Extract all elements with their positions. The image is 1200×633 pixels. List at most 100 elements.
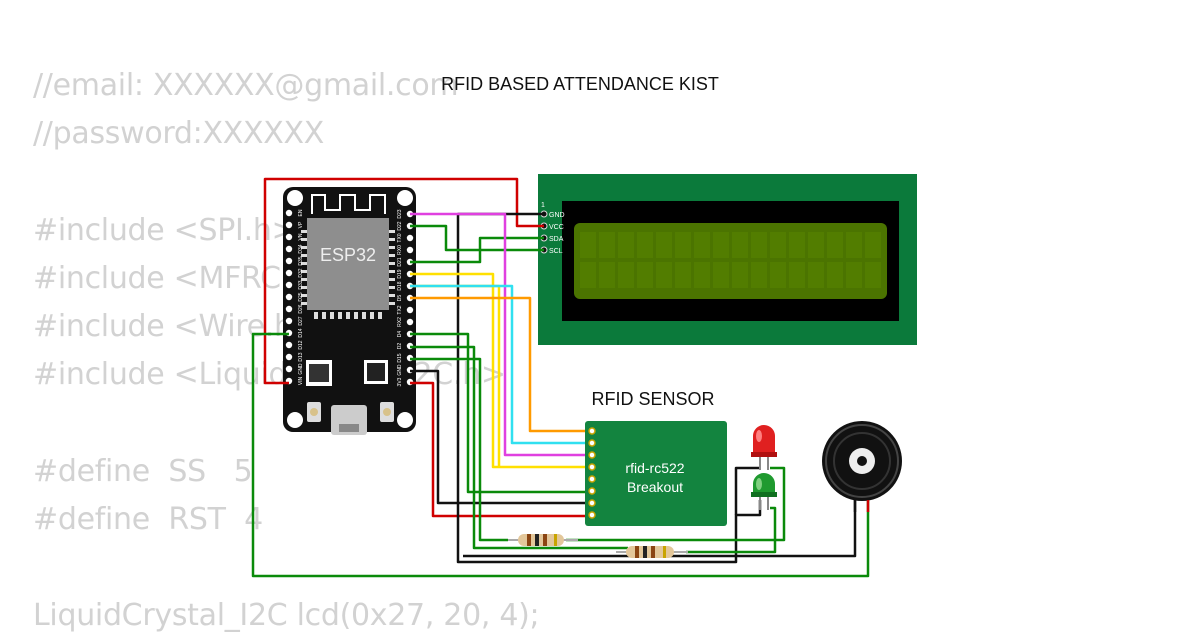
esp32-pin — [285, 233, 293, 241]
lcd-cell — [599, 232, 615, 258]
esp32-pin-label: TX2 — [397, 305, 403, 314]
lcd-cell — [751, 232, 767, 258]
esp32-pin — [285, 269, 293, 277]
esp32-pin-label: RX0 — [397, 245, 403, 255]
wire-mosi — [410, 272, 592, 469]
module-pad — [370, 312, 374, 319]
lcd-cell — [656, 232, 672, 258]
esp32-pin — [285, 281, 293, 289]
esp32-pin-label: D4 — [397, 331, 403, 338]
esp32-pin-label: D26 — [298, 304, 304, 313]
lcd-cell — [827, 262, 843, 288]
led-red[interactable] — [751, 425, 777, 470]
lcd-pin-label: SDA — [549, 236, 564, 243]
esp32-pin-label: RX2 — [397, 317, 403, 327]
esp32-pin-label: D23 — [397, 209, 403, 218]
lcd-cell — [789, 262, 805, 288]
lcd-cell — [637, 262, 653, 288]
lcd-cell — [618, 232, 634, 258]
wire-buzzer-signal — [251, 332, 870, 578]
led-green[interactable] — [751, 473, 777, 510]
wire-power-rfid — [410, 381, 592, 518]
esp32-pin-label: 3V3 — [397, 377, 403, 386]
lcd-cell — [808, 262, 824, 288]
module-pad — [389, 230, 395, 233]
module-pad — [389, 262, 395, 265]
lcd-cell — [675, 232, 691, 258]
wiring — [251, 177, 870, 578]
esp32-pin — [285, 317, 293, 325]
lcd-cell — [694, 262, 710, 288]
esp32-pin-label: D14 — [298, 328, 304, 337]
module-pad — [354, 312, 358, 319]
module-pad — [389, 270, 395, 273]
lcd-cell — [599, 262, 615, 288]
wire-resistor-led-green — [686, 506, 777, 554]
lcd-cell — [732, 262, 748, 288]
code-line: LiquidCrystal_I2C lcd(0x27, 20, 4); — [33, 598, 540, 633]
module-pad — [322, 312, 326, 319]
esp32-pin-label: D12 — [298, 340, 304, 349]
esp32-pin-label: GND — [397, 364, 403, 376]
wire-led-green — [410, 345, 628, 550]
lcd-cell — [637, 232, 653, 258]
esp32-pin — [285, 341, 293, 349]
rfid-label-line2: Breakout — [627, 479, 683, 495]
resistor-2[interactable] — [616, 546, 688, 558]
esp32-pin-label: D2 — [397, 343, 403, 350]
lcd-cell — [580, 262, 596, 288]
code-line: #include <SPI.h> — [33, 212, 297, 248]
module-pad — [389, 278, 395, 281]
esp32-pin — [406, 306, 414, 314]
module-pad — [301, 262, 307, 265]
lcd-pin-one-label: 1 — [541, 202, 545, 209]
esp32-pin-label: VP — [298, 221, 304, 228]
esp32-pin — [406, 234, 414, 242]
esp32-pin — [285, 209, 293, 217]
esp32-pin-label: D33 — [298, 280, 304, 289]
rfid-pin — [588, 511, 596, 519]
esp32-pin-label: D32 — [298, 268, 304, 277]
rfid-module[interactable]: RFID SENSOR rfid-rc522 Breakout — [585, 389, 727, 526]
wire-scl — [410, 224, 544, 252]
lcd-cell — [751, 262, 767, 288]
esp32-pin — [285, 293, 293, 301]
esp32-pin — [285, 305, 293, 313]
lcd-cell — [865, 232, 881, 258]
esp32-pin-label: D19 — [397, 269, 403, 278]
esp32-pin — [285, 221, 293, 229]
module-pad — [301, 270, 307, 273]
lcd-cell — [789, 232, 805, 258]
lcd-cell — [713, 232, 729, 258]
lcd-character-grid — [580, 232, 881, 288]
resistor-1[interactable] — [508, 534, 578, 546]
wire-sda-lcd — [410, 236, 544, 264]
module-pad — [389, 294, 395, 297]
buzzer[interactable] — [822, 421, 902, 512]
esp32-pin-label: D34 — [298, 244, 304, 253]
esp32-pin-label: D13 — [298, 352, 304, 361]
esp32-pin-label: VIN — [298, 376, 304, 385]
rfid-pin — [588, 427, 596, 435]
lcd-cell — [618, 262, 634, 288]
esp32-label: ESP32 — [320, 245, 376, 265]
esp32-board[interactable]: ESP32 ENVPVND34D35D32D33D25D26D27D14D12D… — [283, 187, 416, 435]
code-line: //password:XXXXXX — [33, 116, 324, 152]
esp32-pin-label: D22 — [397, 221, 403, 230]
rfid-label-line1: rfid-rc522 — [625, 460, 684, 476]
module-pad — [301, 246, 307, 249]
esp32-pin-label: D15 — [397, 353, 403, 362]
rfid-pin — [588, 475, 596, 483]
lcd-cell — [827, 232, 843, 258]
esp32-module — [307, 218, 389, 310]
esp32-pin-label: VN — [298, 233, 304, 240]
rfid-pin — [588, 487, 596, 495]
esp32-left-pin-header: ENVPVND34D35D32D33D25D26D27D14D12D13GNDV… — [285, 209, 304, 385]
wire-sck — [410, 296, 592, 433]
lcd-cell — [770, 262, 786, 288]
module-pad — [301, 286, 307, 289]
esp32-pin — [406, 246, 414, 254]
